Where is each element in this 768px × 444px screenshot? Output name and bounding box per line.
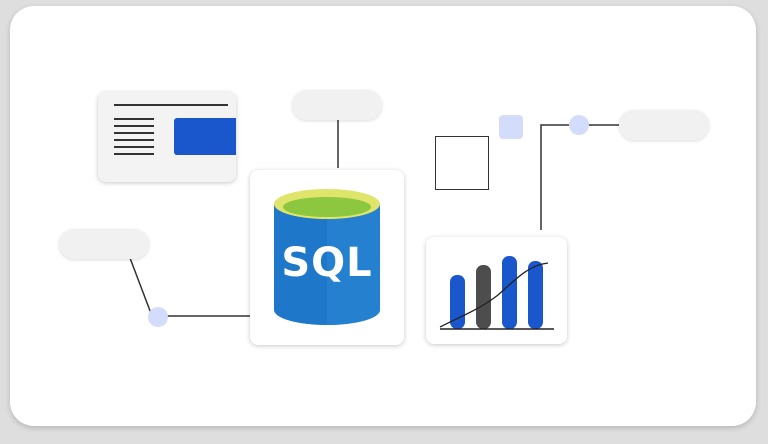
form-card [98, 92, 236, 182]
connector-node-left [148, 307, 168, 327]
connector-node-right [569, 115, 589, 135]
accent-square [499, 115, 523, 139]
document-form-icon [114, 104, 236, 155]
connector-right [540, 124, 620, 230]
sql-database-icon [274, 189, 380, 325]
label-pill-top [292, 90, 382, 120]
outline-square [435, 136, 489, 190]
sql-label: SQL [281, 240, 373, 286]
sql-database-card: SQL [250, 170, 404, 345]
bar-chart-card [426, 237, 567, 344]
label-pill-left [59, 229, 149, 259]
bar-chart-icon [439, 256, 554, 330]
label-pill-right [619, 110, 709, 140]
connector-left [129, 257, 250, 317]
